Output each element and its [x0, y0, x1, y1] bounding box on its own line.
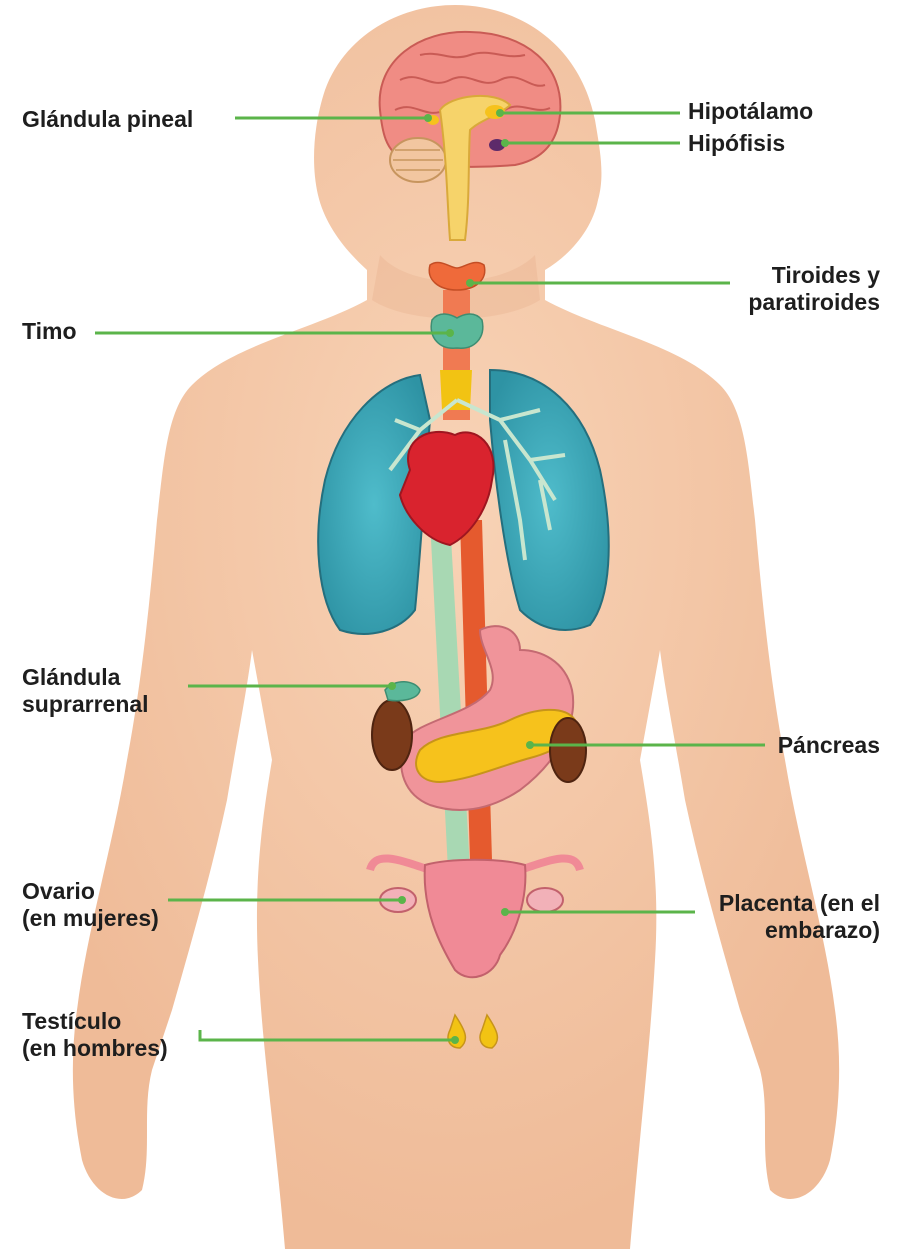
- label-adrenal-line-1: Glándula: [22, 664, 149, 691]
- leader-placenta-tip: [501, 908, 509, 916]
- thymus-gland: [431, 314, 483, 348]
- leader-pancreas-tip: [526, 741, 534, 749]
- label-placenta-line-1: Placenta (en el: [719, 890, 880, 917]
- label-pituitary-line-1: Hipófisis: [688, 130, 785, 157]
- label-ovary-line-1: Ovario: [22, 878, 159, 905]
- label-testicle-line-2: (en hombres): [22, 1035, 168, 1062]
- label-placenta-line-2: embarazo): [719, 917, 880, 944]
- left-kidney: [372, 700, 412, 770]
- label-hypothalamus: Hipotálamo: [688, 98, 813, 125]
- right-kidney: [550, 718, 586, 782]
- leader-pineal-tip: [424, 114, 432, 122]
- label-ovary: Ovario (en mujeres): [22, 878, 159, 932]
- label-thymus-line-1: Timo: [22, 318, 77, 345]
- leader-adrenal-tip: [388, 682, 396, 690]
- label-placenta: Placenta (en el embarazo): [719, 890, 880, 944]
- label-thyroid-line-1: Tiroides y: [748, 262, 880, 289]
- label-pineal-line-1: Glándula pineal: [22, 106, 193, 133]
- leader-thyroid-tip: [466, 279, 474, 287]
- leader-pituitary-tip: [501, 139, 509, 147]
- label-adrenal: Glándula suprarrenal: [22, 664, 149, 718]
- label-pancreas: Páncreas: [778, 732, 880, 759]
- label-thyroid: Tiroides y paratiroides: [748, 262, 880, 316]
- label-hypothalamus-line-1: Hipotálamo: [688, 98, 813, 125]
- label-ovary-line-2: (en mujeres): [22, 905, 159, 932]
- leader-thymus-tip: [446, 329, 454, 337]
- leader-testicle-tip: [451, 1036, 459, 1044]
- label-thymus: Timo: [22, 318, 77, 345]
- label-pancreas-line-1: Páncreas: [778, 732, 880, 759]
- label-pituitary: Hipófisis: [688, 130, 785, 157]
- label-testicle-line-1: Testículo: [22, 1008, 168, 1035]
- label-thyroid-line-2: paratiroides: [748, 289, 880, 316]
- label-testicle: Testículo (en hombres): [22, 1008, 168, 1062]
- leader-ovary-tip: [398, 896, 406, 904]
- label-pineal: Glándula pineal: [22, 106, 193, 133]
- leader-hypothalamus-tip: [496, 109, 504, 117]
- label-adrenal-line-2: suprarrenal: [22, 691, 149, 718]
- right-ovary: [527, 888, 563, 912]
